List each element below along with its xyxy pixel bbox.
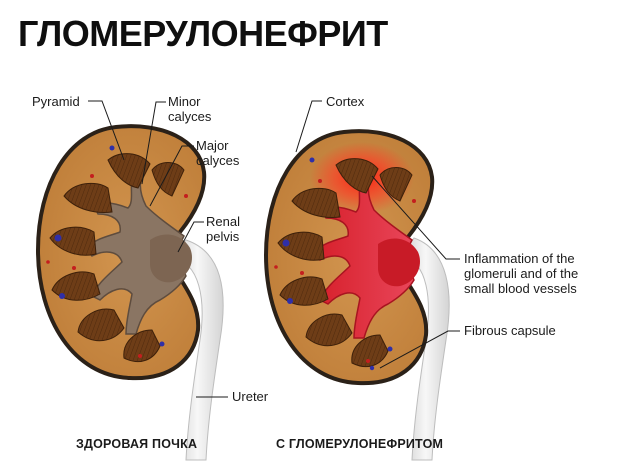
diseased-pyramid	[379, 167, 413, 202]
vessel-dot	[274, 265, 278, 269]
diseased-kidney	[263, 129, 450, 461]
major-calyces-leader	[149, 145, 194, 207]
diseased-ureter	[401, 237, 450, 461]
vessel-dot	[109, 145, 115, 151]
major-calyces-label-line: Major	[196, 138, 229, 153]
vessel-dot	[138, 354, 142, 358]
cortex-label: Cortex	[326, 94, 365, 109]
vessel-dot	[159, 341, 165, 347]
vessel-dot	[300, 271, 304, 275]
healthy-vessel-dots	[46, 145, 188, 358]
healthy-pyramid	[77, 308, 125, 342]
vessel-dot	[90, 174, 94, 178]
fibrous-capsule-label: Fibrous capsule	[464, 323, 556, 338]
page-title: ГЛОМЕРУЛОНЕФРИТ	[18, 13, 388, 54]
diseased-pyramid	[335, 158, 379, 194]
renal-pelvis-label-line: Renal	[206, 214, 240, 229]
minor-calyces-label-line: Minor	[168, 94, 201, 109]
diseased-vessel-dots	[274, 157, 416, 371]
vessel-dot	[184, 194, 188, 198]
ureter-label: Ureter	[232, 389, 269, 404]
vessel-dot	[369, 365, 375, 371]
vessel-dot	[59, 293, 65, 299]
vessel-dot	[46, 260, 50, 264]
minor-calyces-label: Minor calyces	[168, 94, 211, 124]
vessel-dot	[282, 239, 290, 247]
inflammation-label-line: Inflammation of the	[464, 251, 575, 266]
minor-calyces-leader	[141, 101, 166, 185]
vessel-dot	[54, 234, 62, 242]
pyramid-label: Pyramid	[32, 94, 80, 109]
vessel-dot	[72, 266, 76, 270]
healthy-pyramid	[123, 329, 161, 362]
inflammation-label-line: glomeruli and of the	[464, 266, 579, 281]
vessel-dot	[366, 359, 370, 363]
leader-lines	[88, 100, 460, 398]
healthy-ureter	[171, 239, 224, 461]
vessel-dot	[412, 199, 416, 203]
renal-pelvis-leader	[177, 221, 204, 253]
diseased-pyramids	[277, 158, 413, 367]
vessel-dot	[287, 298, 293, 304]
diseased-pyramid	[277, 231, 325, 261]
diseased-pyramid	[279, 276, 329, 306]
healthy-pyramid	[151, 162, 185, 197]
healthy-pyramid	[49, 226, 97, 256]
healthy-pyramid	[63, 182, 113, 213]
diseased-renal-pelvis	[378, 238, 420, 287]
diseased-kidney-caption: С ГЛОМЕРУЛОНЕФРИТОМ	[276, 437, 444, 451]
vessel-dot	[318, 179, 322, 183]
diseased-pyramid	[305, 313, 353, 347]
inflammation-leader	[371, 175, 460, 260]
cortex-leader	[295, 100, 322, 153]
pyramid-leader	[88, 100, 125, 161]
inflammation-label: Inflammation of the glomeruli and of the…	[464, 251, 578, 296]
healthy-pyramid	[107, 153, 151, 189]
diseased-pyramid	[291, 187, 341, 218]
healthy-pyramids	[49, 153, 185, 362]
major-calyces-label-line: calyces	[196, 153, 240, 168]
minor-calyces-label-line: calyces	[168, 109, 212, 124]
inflammation-label-line: small blood vessels	[464, 281, 577, 296]
healthy-kidney-caption: ЗДОРОВАЯ ПОЧКА	[76, 437, 198, 451]
major-calyces-label: Major calyces	[196, 138, 239, 168]
vessel-dot	[387, 346, 393, 352]
vessel-dot	[309, 157, 315, 163]
renal-pelvis-label: Renal pelvis	[206, 214, 240, 244]
healthy-pyramid	[51, 271, 101, 301]
renal-pelvis-label-line: pelvis	[206, 229, 240, 244]
diseased-pyramid	[351, 334, 389, 367]
healthy-kidney	[35, 124, 224, 461]
fibrous-capsule-leader	[379, 330, 460, 369]
